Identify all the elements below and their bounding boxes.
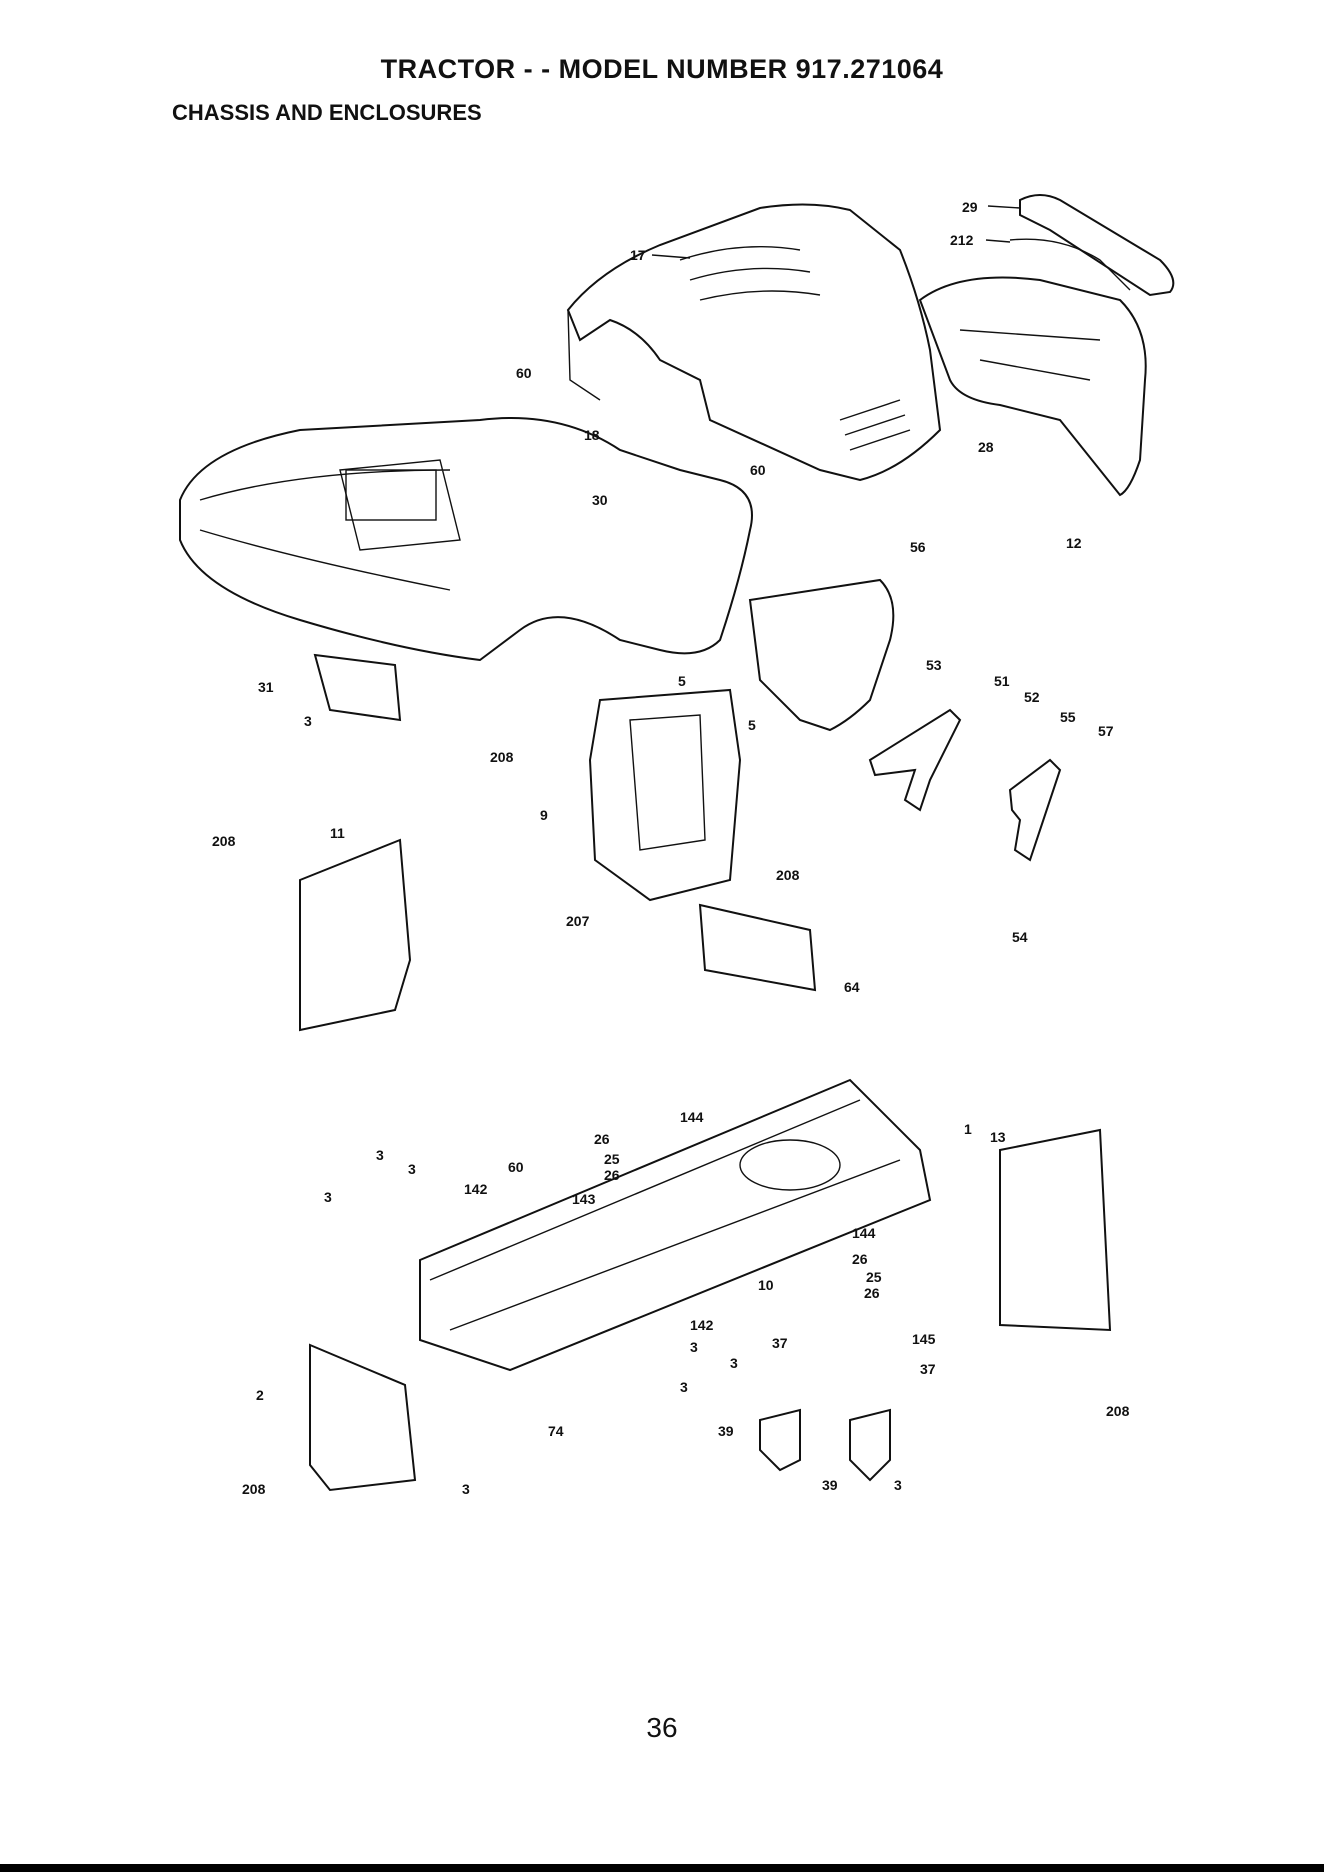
callout-208-c: 208 [776,867,800,883]
callout-3-g: 3 [680,1379,688,1395]
callout-3-f: 3 [730,1355,738,1371]
callout-13: 13 [990,1129,1006,1145]
callout-54: 54 [1012,929,1028,945]
callout-212: 212 [950,232,974,248]
callout-1: 1 [964,1121,972,1137]
left-side-panel-part [300,840,410,1030]
dash-tower-part [750,580,893,730]
fender-part [180,418,752,660]
steering-support-part [700,905,815,990]
callout-3-a: 3 [304,713,312,729]
callout-143: 143 [572,1191,596,1207]
callout-145: 145 [912,1331,936,1347]
callout-26-a: 26 [594,1131,610,1147]
callout-3-d: 3 [324,1189,332,1205]
front-plate-part [310,1345,415,1490]
callout-207: 207 [566,913,590,929]
callout-142-b: 142 [690,1317,714,1333]
pedal-bracket-part [870,710,1060,860]
callout-57: 57 [1098,723,1114,739]
callout-18: 18 [584,427,600,443]
callout-60-a: 60 [516,365,532,381]
callout-3-i: 3 [894,1477,902,1493]
callout-56: 56 [910,539,926,555]
callout-10: 10 [758,1277,774,1293]
callout-3-b: 3 [376,1147,384,1163]
callout-208-a: 208 [490,749,514,765]
callout-142-a: 142 [464,1181,488,1197]
callout-12: 12 [1066,535,1082,551]
callout-26-b: 26 [604,1167,620,1183]
dash-panel-part [590,690,740,900]
callout-60-c: 60 [508,1159,524,1175]
callout-26-d: 26 [864,1285,880,1301]
callout-5-a: 5 [678,673,686,689]
callout-144-a: 144 [680,1109,704,1125]
page-number: 36 [0,1712,1324,1744]
callout-17: 17 [630,247,646,263]
callout-53: 53 [926,657,942,673]
callout-31: 31 [258,679,274,695]
callout-28: 28 [978,439,994,455]
callout-52: 52 [1024,689,1040,705]
callout-11: 11 [330,825,345,841]
callout-25-a: 25 [604,1151,620,1167]
callout-29: 29 [962,199,978,215]
callout-208-e: 208 [242,1481,266,1497]
callout-2: 2 [256,1387,264,1403]
hood-part [568,204,940,480]
right-side-panel-part [1000,1130,1110,1330]
bottom-border [0,1864,1324,1872]
callout-30: 30 [592,492,608,508]
grille-housing-part [920,278,1146,496]
brake-bracket-part [760,1410,890,1480]
callout-39-a: 39 [718,1423,734,1439]
callout-3-h: 3 [462,1481,470,1497]
callout-208-b: 208 [212,833,236,849]
callout-144-b: 144 [852,1225,876,1241]
callout-26-c: 26 [852,1251,868,1267]
callout-60-b: 60 [750,462,766,478]
callout-25-b: 25 [866,1269,882,1285]
fender-bracket-part [315,655,400,720]
callout-3-c: 3 [408,1161,416,1177]
callout-5-b: 5 [748,717,756,733]
callout-64: 64 [844,979,860,995]
callout-37-b: 37 [920,1361,936,1377]
callout-51: 51 [994,673,1010,689]
callout-74: 74 [548,1423,564,1439]
callout-39-b: 39 [822,1477,838,1493]
callout-9: 9 [540,807,548,823]
callout-3-e: 3 [690,1339,698,1355]
callout-55: 55 [1060,709,1076,725]
callout-37-a: 37 [772,1335,788,1351]
callout-208-d: 208 [1106,1403,1130,1419]
